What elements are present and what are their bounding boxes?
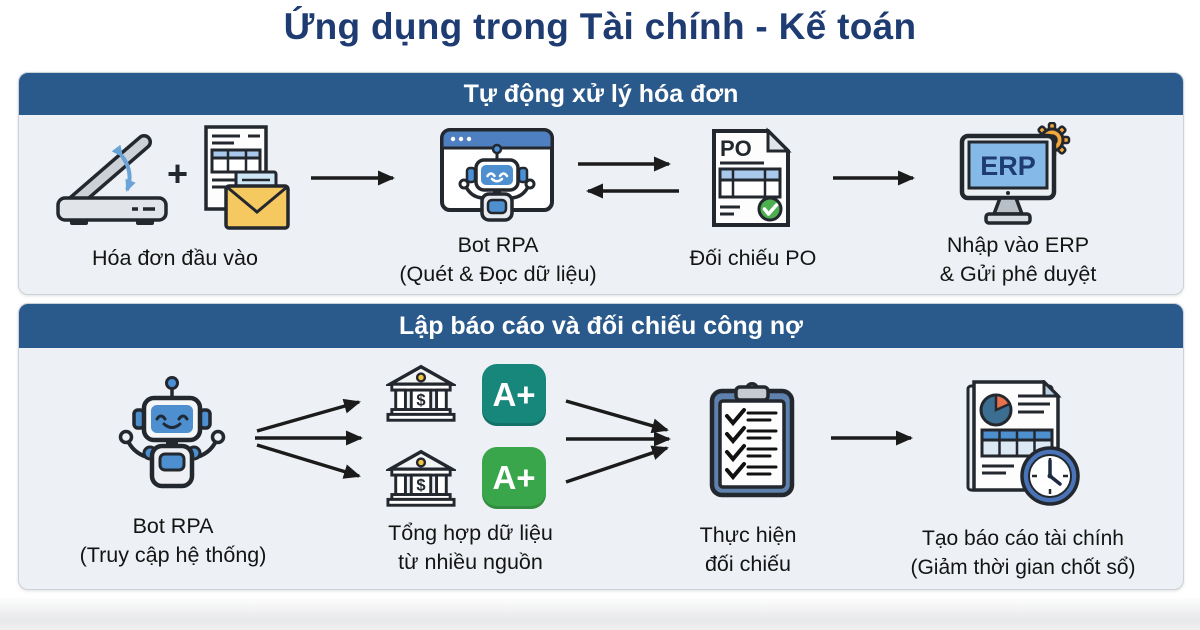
clipboard-checklist-icon [709, 382, 795, 498]
caption-aggregate-data: Tổng hợp dữ liệu từ nhiều nguồn [388, 521, 553, 574]
pie-chart-icon [979, 393, 1013, 427]
arrow-converge-top [565, 399, 669, 434]
plus-sign: + [167, 153, 189, 194]
arrow-converge-bottom [565, 445, 669, 484]
erp-monitor-icon: ERP [959, 122, 1071, 225]
panel2-header: Lập báo cáo và đối chiếu công nợ [19, 304, 1183, 348]
erp-label: ERP [980, 151, 1036, 181]
caption-bot-rpa-access: Bot RPA (Truy cập hệ thống) [79, 514, 267, 567]
po-document-icon: PO [712, 127, 792, 227]
arrow-fan-top [256, 398, 361, 433]
caption-create-report: Tạo báo cáo tài chính (Giảm thời gian ch… [910, 527, 1136, 579]
dollar-sign: $ [416, 476, 425, 495]
caption-erp-entry: Nhập vào ERP & Gửi phê duyệt [939, 233, 1097, 286]
po-label: PO [720, 136, 752, 161]
check-circle-icon [757, 196, 783, 222]
page-title: Ứng dụng trong Tài chính - Kế toán [283, 6, 917, 47]
caption-bot-rpa-scan: Bot RPA (Quét & Đọc dữ liệu) [399, 233, 597, 286]
caption-perform-reconciliation: Thực hiện đối chiếu [699, 523, 797, 576]
clock-icon [1020, 446, 1080, 506]
scanner-icon [56, 134, 168, 225]
arrow-fan-bottom [256, 443, 361, 479]
caption-po-matching: Đối chiếu PO [689, 246, 817, 270]
dollar-sign: $ [416, 391, 425, 410]
bot-rpa-robot-icon [118, 376, 226, 489]
bottom-shadow-strip [0, 598, 1200, 630]
financial-report-icon [966, 380, 1080, 506]
invoice-envelope-icon [204, 125, 290, 230]
rating-badge-green: A+ [482, 447, 546, 509]
rating-badge-teal: A+ [482, 364, 546, 426]
bank-icon: $ [386, 449, 456, 507]
caption-invoice-input: Hóa đơn đầu vào [92, 246, 258, 270]
bot-rpa-browser-icon [440, 128, 554, 222]
panel1-header: Tự động xử lý hóa đơn [19, 73, 1183, 115]
envelope-icon [224, 170, 290, 230]
bank-icon: $ [386, 364, 456, 422]
